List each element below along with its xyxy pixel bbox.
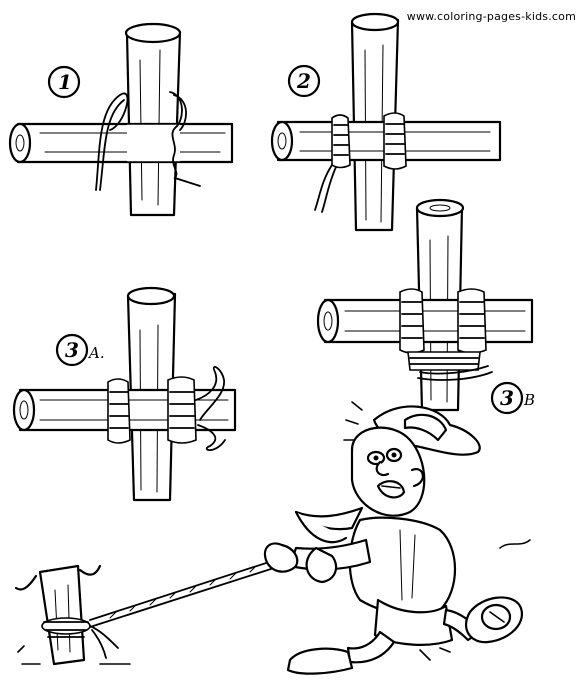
step-3a-label: 3 A. (55, 333, 105, 367)
step-2-diagram (270, 12, 502, 232)
step-3a-diagram (12, 286, 237, 502)
step-3a-number: 3 (65, 338, 79, 362)
step-3b-label: 3 B (490, 381, 535, 415)
step-3b-diagram (316, 198, 534, 412)
step-3b-number: 3 (500, 386, 514, 410)
step-3b-suffix: B (523, 391, 535, 409)
step-2-number: 2 (296, 69, 311, 93)
step-2-label: 2 (287, 64, 321, 98)
step-1-diagram (8, 22, 234, 217)
rope (89, 551, 303, 628)
step-3a-suffix: A. (87, 344, 105, 362)
step-1-label: 1 (47, 65, 81, 99)
stake-with-rope (14, 564, 131, 666)
scout-cartoon-character (263, 401, 531, 675)
site-watermark: www.coloring-pages-kids.com (406, 10, 576, 23)
step-1-number: 1 (58, 70, 72, 94)
